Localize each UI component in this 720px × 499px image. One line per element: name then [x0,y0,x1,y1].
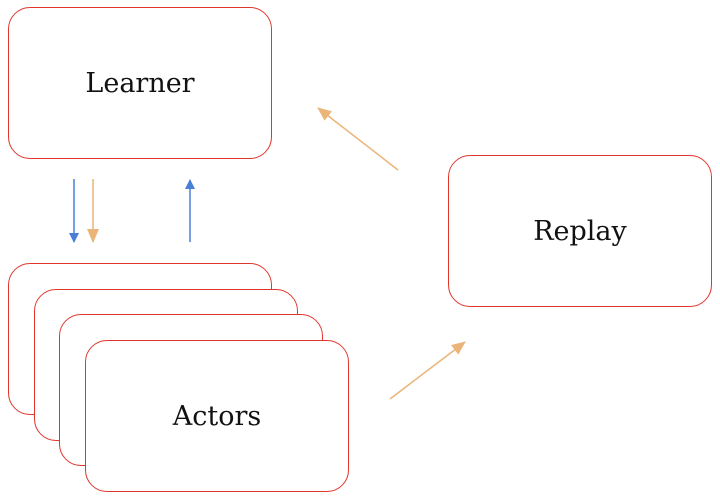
learner-label: Learner [85,67,195,99]
actors-to-replay-arrow [389,341,466,400]
learner-box: Learner [8,7,272,159]
actors-label: Actors [172,400,262,432]
replay-to-learner-arrow [317,107,399,171]
replay-label: Replay [533,215,627,247]
replay-box: Replay [448,155,712,307]
actors-box: Actors [85,340,349,492]
